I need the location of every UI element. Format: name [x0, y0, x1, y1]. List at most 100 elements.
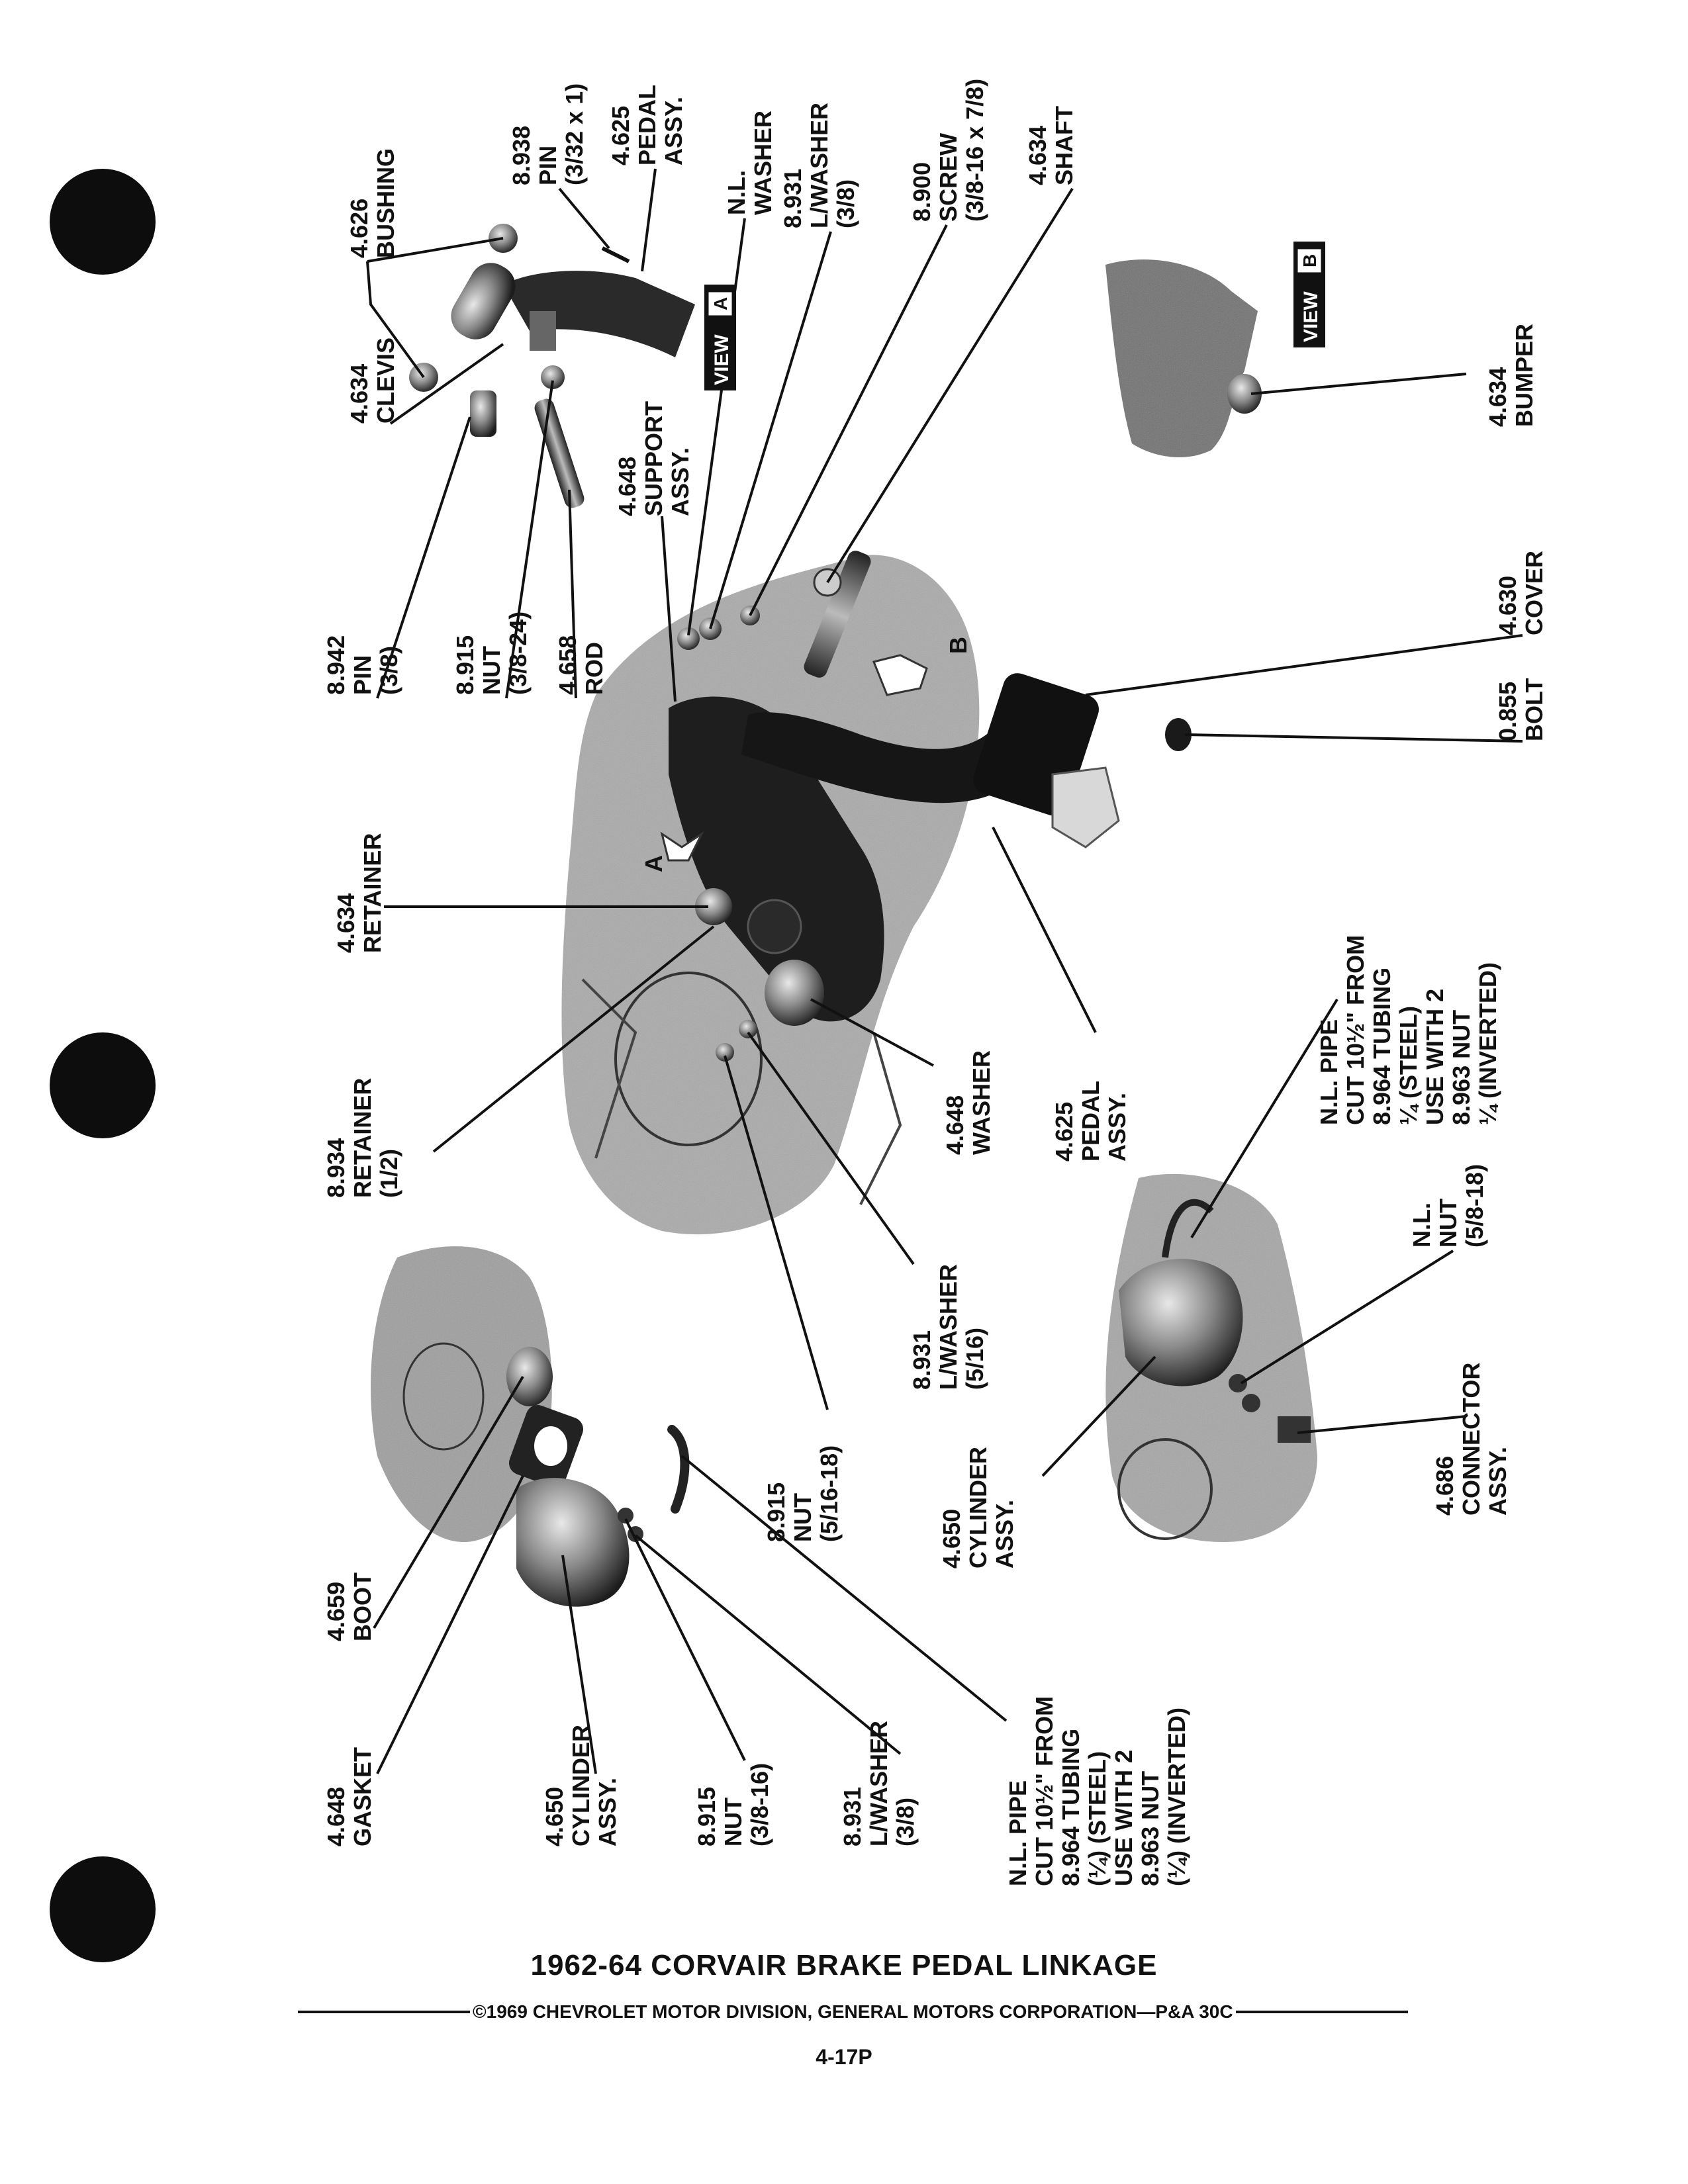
callout-nut-3-8-16-line: (3/8-16): [746, 1763, 773, 1846]
callout-pin-small-line: PIN: [534, 146, 561, 185]
copyright-row: ©1969 CHEVROLET MOTOR DIVISION, GENERAL …: [298, 1995, 1582, 2028]
callout-washer-nl-line: WASHER: [749, 111, 776, 215]
view-b-closeup: [1105, 259, 1262, 457]
callout-lwasher-3-8-b-line: 8.931: [839, 1787, 866, 1846]
callout-pipe-left-line: (¼) (STEEL): [1084, 1751, 1111, 1886]
callout-pedal-assy-mid-line: PEDAL: [1077, 1081, 1104, 1161]
callout-clevis-line: CLEVIS: [372, 338, 399, 424]
callout-shaft-line: SHAFT: [1051, 106, 1078, 185]
page-number: 4-17P: [816, 2045, 872, 2069]
callout-nut-nl-line: NUT: [1434, 1199, 1462, 1248]
callout-pin-small-line: 8.938: [508, 126, 535, 185]
callout-lwasher-5-16-line: L/WASHER: [935, 1264, 962, 1390]
callout-pedal-assy-mid-line: 4.625: [1051, 1102, 1078, 1161]
callout-washer-4648-line: WASHER: [968, 1050, 995, 1155]
callout-cylinder-assy-left-line: ASSY.: [594, 1778, 621, 1846]
callout-lwasher-3-8-line: L/WASHER: [806, 103, 833, 228]
callout-bumper-line: 4.634: [1484, 367, 1511, 427]
callout-pipe-right-line: ¼ (STEEL): [1395, 1006, 1422, 1125]
callout-cylinder-assy-right-line: 4.650: [938, 1509, 965, 1569]
callout-gasket-line: GASKET: [349, 1747, 376, 1846]
callout-nut-3-8-24-line: NUT: [478, 646, 505, 695]
callout-pipe-right-line: 8.963 NUT: [1448, 1010, 1475, 1125]
callout-nut-nl-line: (5/8-18): [1461, 1164, 1488, 1248]
callout-washer-nl-line: N.L.: [723, 170, 750, 215]
callout-pipe-left-line: CUT 10½" FROM: [1031, 1696, 1058, 1886]
callout-lwasher-5-16-line: 8.931: [908, 1330, 935, 1390]
callout-nut-3-8-16-line: 8.915: [693, 1787, 720, 1846]
callout-pipe-right-line: ¼ (INVERTED): [1474, 962, 1501, 1125]
callout-pin-3-8-line: (3/8): [375, 646, 402, 695]
callout-gasket-line: 4.648: [322, 1787, 350, 1846]
callout-pedal-assy-mid-line: ASSY.: [1103, 1093, 1131, 1161]
callout-pin-3-8-line: 8.942: [322, 635, 350, 695]
callout-retainer-line: 4.634: [332, 893, 359, 953]
callout-connector-line: ASSY.: [1484, 1447, 1511, 1516]
callout-pipe-left-line: 8.964 TUBING: [1057, 1729, 1084, 1886]
pedal-support-bracket: [669, 696, 884, 1026]
callout-lwasher-3-8-b-line: L/WASHER: [865, 1721, 892, 1846]
small-fasteners-center: [660, 606, 1192, 1062]
binder-hole-middle: [50, 1032, 156, 1138]
callout-support-assy-line: SUPPORT: [640, 401, 667, 516]
callout-lwasher-3-8-b-line: (3/8): [892, 1797, 919, 1846]
callout-cover-line: COVER: [1521, 551, 1548, 635]
marker-a: A: [640, 855, 667, 872]
binder-hole-bottom: [50, 1856, 156, 1962]
callout-pipe-right-line: 8.964 TUBING: [1368, 968, 1395, 1125]
master-cylinder-right-group: [1105, 1173, 1317, 1542]
callout-bushing-line: 4.626: [346, 199, 373, 258]
view-a-letter: A: [710, 297, 731, 310]
callout-lwasher-3-8-line: 8.931: [779, 169, 806, 228]
callout-pipe-left-line: N.L. PIPE: [1004, 1780, 1031, 1886]
callout-nut-nl-line: N.L.: [1408, 1203, 1435, 1248]
callout-shaft-line: 4.634: [1024, 126, 1051, 185]
callout-connector-line: 4.686: [1431, 1456, 1458, 1516]
callout-bolt-line: BOLT: [1521, 678, 1548, 741]
callout-retainer-half-line: (1/2): [375, 1149, 402, 1198]
callout-cover-line: 4.630: [1494, 576, 1521, 635]
view-b-text: VIEW: [1300, 291, 1322, 342]
callout-pipe-right-line: CUT 10½" FROM: [1342, 935, 1369, 1125]
callout-pin-3-8-line: PIN: [349, 655, 376, 695]
callout-nut-3-8-24-line: 8.915: [451, 635, 479, 695]
callout-connector-line: CONNECTOR: [1458, 1363, 1485, 1516]
callout-washer-nl: N.L.WASHER: [723, 111, 776, 215]
callout-support-assy-line: ASSY.: [667, 447, 694, 516]
callout-pipe-left-line: 8.963 NUT: [1137, 1771, 1164, 1886]
callout-retainer-half-line: RETAINER: [349, 1078, 376, 1198]
callout-retainer-half-line: 8.934: [322, 1138, 350, 1198]
callout-retainer-line: RETAINER: [359, 833, 386, 953]
callout-nut-nl: N.L.NUT(5/8-18): [1408, 1164, 1488, 1248]
callout-boot-line: 4.659: [322, 1582, 350, 1641]
marker-b: B: [945, 637, 972, 654]
rule-right: [1235, 2011, 1408, 2013]
callout-washer-4648-line: 4.648: [941, 1095, 968, 1155]
callout-lwasher-5-16-line: (5/16): [961, 1328, 988, 1390]
callout-bushing-line: BUSHING: [372, 148, 399, 258]
callout-boot-line: BOOT: [349, 1572, 376, 1641]
callout-rod-line: ROD: [581, 642, 608, 695]
callout-cylinder-assy-left-line: CYLINDER: [567, 1725, 594, 1846]
callout-pipe-left-line: USE WITH 2: [1110, 1750, 1137, 1886]
